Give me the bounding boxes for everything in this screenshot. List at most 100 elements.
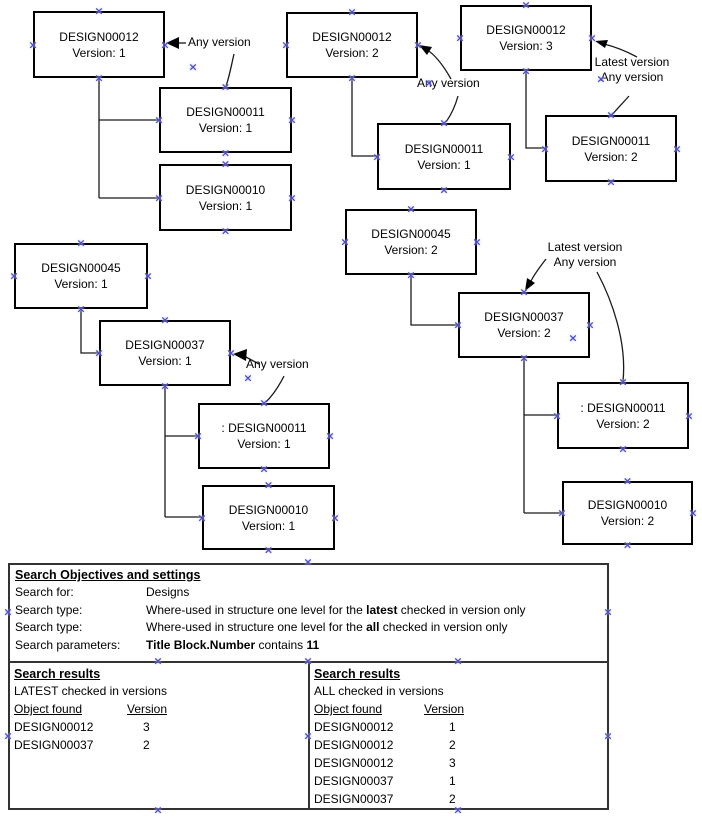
search-settings-section: Search Objectives and settings Search fo… [10, 565, 607, 661]
node-title: DESIGN00012 [312, 30, 392, 44]
column-header-object: Object found [314, 702, 383, 716]
handle-x-icon: × [154, 113, 164, 127]
handle-x-icon: × [557, 506, 567, 520]
result-object: DESIGN00037 [314, 774, 394, 788]
connector [351, 78, 377, 157]
node-title: : DESIGN00011 [580, 400, 666, 415]
setting-value-text: checked in version only [379, 620, 508, 634]
node-title: DESIGN00037 [484, 310, 564, 324]
node-version: Version: 2 [325, 46, 379, 60]
node-title: DESIGN00010 [587, 498, 668, 512]
node-title: DESIGN00012 [486, 23, 566, 37]
handle-x-icon: × [154, 191, 164, 204]
node-version: Version: 1 [54, 277, 108, 291]
handle-x-icon: × [160, 379, 170, 393]
setting-value-text: Where-used in structure one level for th… [146, 602, 367, 617]
handle-x-icon: × [603, 729, 613, 743]
handle-x-icon: × [606, 108, 616, 122]
handle-x-icon: × [226, 346, 236, 360]
node-version: Version: 1 [417, 157, 471, 172]
result-object: DESIGN00037 [14, 738, 94, 752]
node-title: DESIGN00011 [404, 141, 484, 156]
setting-value: Where-used in structure one level for th… [146, 602, 526, 620]
setting-row: Search parameters: Title Block.Number co… [15, 637, 602, 655]
node-version: Version: 1 [237, 437, 291, 451]
results-title: Search results [314, 667, 401, 681]
annotation-line: Any version [600, 70, 664, 84]
node-version: Version: 1 [198, 121, 253, 135]
handle-x-icon: × [622, 474, 633, 488]
setting-value-bold: all [366, 620, 380, 634]
arrowhead-icon [595, 40, 608, 48]
setting-value-text: Designs [146, 585, 190, 599]
handle-x-icon: × [568, 331, 578, 345]
handle-x-icon: × [188, 60, 198, 74]
handle-x-icon: × [303, 654, 313, 668]
search-results-section: Search results LATEST checked in version… [10, 661, 607, 810]
column-header-version: Version [127, 702, 168, 716]
handle-x-icon: × [606, 175, 616, 189]
node-version: Version: 2 [596, 416, 650, 431]
annotation-line: Any version [188, 35, 251, 49]
setting-value-bold: 11 [306, 637, 320, 652]
handle-x-icon: × [94, 4, 104, 18]
setting-value-bold: Title Block.Number [146, 637, 256, 652]
handle-x-icon: × [521, 64, 531, 78]
handle-x-icon: × [28, 38, 38, 51]
result-object: DESIGN00012 [14, 720, 94, 734]
annotation-line: Latest version [547, 240, 623, 254]
node-version: Version: 2 [584, 149, 638, 164]
setting-value: Title Block.Number contains 11 [146, 637, 319, 655]
handle-x-icon: × [220, 157, 231, 171]
handle-x-icon: × [287, 191, 297, 204]
results-all-column: Search results ALL checked in versions O… [308, 663, 607, 810]
setting-label: Search for: [15, 585, 74, 599]
handle-x-icon: × [160, 38, 170, 51]
setting-value-bold: latest [366, 602, 398, 617]
handle-x-icon: × [519, 285, 529, 299]
handle-x-icon: × [263, 478, 274, 492]
handle-x-icon: × [243, 371, 253, 385]
column-header-object: Object found [14, 702, 83, 716]
annotation-line: Any version [553, 255, 617, 269]
settings-heading: Search Objectives and settings [15, 568, 201, 582]
node-version: Version: 1 [138, 354, 192, 368]
setting-label: Search parameters: [15, 637, 121, 652]
results-header-row: Object found Version [14, 700, 304, 718]
result-version: 3 [449, 756, 456, 770]
handle-x-icon: × [453, 654, 463, 668]
annotation-line: Any version [417, 76, 480, 90]
handle-x-icon: × [303, 555, 313, 569]
handle-x-icon: × [618, 375, 628, 389]
node-version: Version: 2 [600, 514, 655, 528]
handle-x-icon: × [684, 409, 694, 422]
handle-x-icon: × [372, 150, 382, 163]
setting-row: Search type: Where-used in structure one… [15, 602, 602, 620]
handle-x-icon: × [672, 142, 682, 155]
setting-value-text: contains [255, 637, 307, 652]
node-version: Version: 1 [72, 45, 126, 60]
handle-x-icon: × [9, 269, 19, 283]
handle-x-icon: × [259, 396, 269, 410]
handle-x-icon: × [347, 5, 357, 19]
result-version: 2 [143, 738, 150, 752]
handle-x-icon: × [453, 803, 463, 817]
